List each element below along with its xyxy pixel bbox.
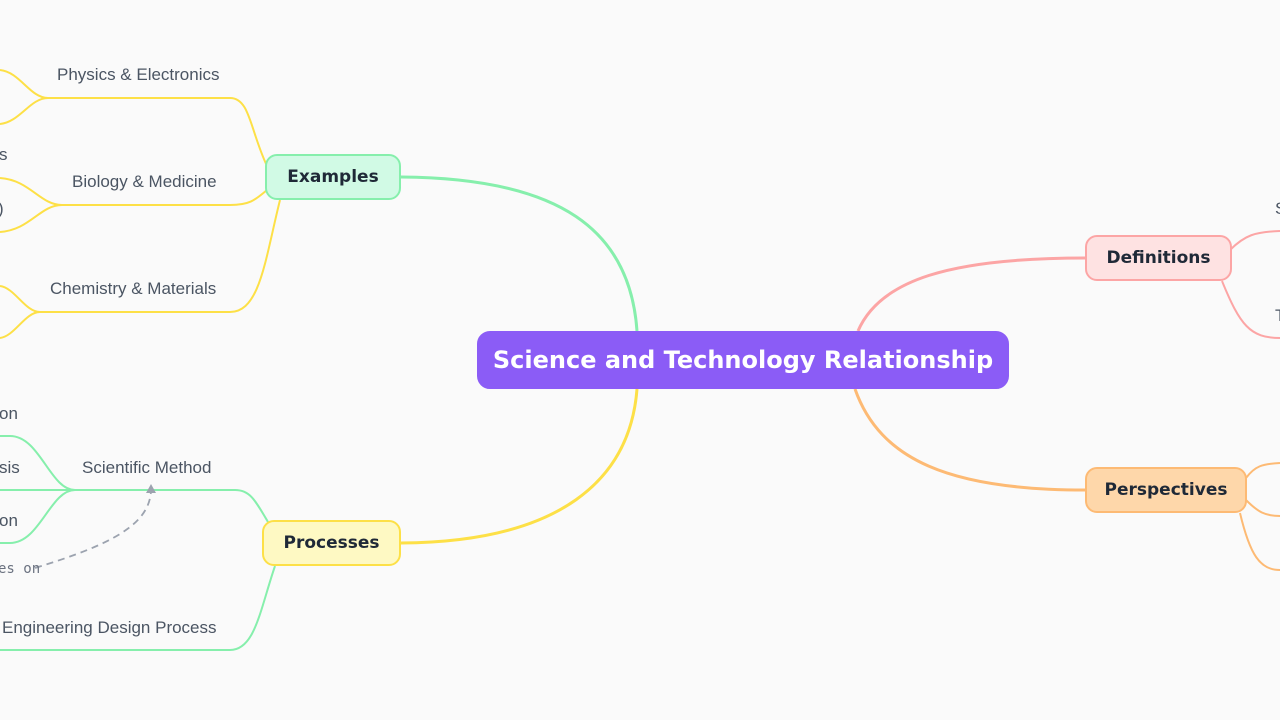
branch-examples[interactable]: Examples	[265, 154, 401, 200]
link-perspectives-a	[1245, 462, 1280, 479]
branch-perspectives-label: Perspectives	[1104, 480, 1228, 500]
leaf-partial-bio-bottom[interactable]: )	[0, 199, 4, 219]
branch-perspectives[interactable]: Perspectives	[1085, 467, 1247, 513]
branch-processes-label: Processes	[283, 533, 380, 553]
link-examples-physics	[48, 97, 268, 167]
leaf-biology-medicine[interactable]: Biology & Medicine	[72, 172, 217, 191]
relation-arrowhead	[146, 484, 156, 493]
leaf-scientific-method[interactable]: Scientific Method	[82, 458, 212, 477]
branch-processes[interactable]: Processes	[262, 520, 401, 566]
leaf-engineering-design-process[interactable]: Engineering Design Process	[2, 618, 217, 637]
relation-dashed-line	[34, 489, 152, 569]
link-physics-b	[0, 97, 49, 125]
link-root-perspectives	[853, 388, 1086, 492]
leaf-partial-sm-bottom[interactable]: on	[0, 511, 18, 530]
link-perspectives-b	[1245, 499, 1280, 517]
root-node-label: Science and Technology Relationship	[492, 346, 994, 374]
link-root-examples	[400, 175, 639, 332]
link-definitions-b	[1221, 280, 1280, 339]
branch-examples-label: Examples	[287, 167, 379, 187]
link-chem-b	[0, 311, 41, 339]
root-node[interactable]: Science and Technology Relationship	[477, 331, 1009, 389]
link-examples-biology	[62, 189, 268, 206]
leaf-chemistry-materials[interactable]: Chemistry & Materials	[50, 279, 217, 298]
link-root-definitions	[856, 256, 1086, 332]
link-biology-a	[0, 177, 63, 206]
leaf-physics-electronics[interactable]: Physics & Electronics	[57, 65, 220, 84]
leaf-partial-def-top[interactable]: S	[1275, 199, 1280, 219]
leaf-partial-def-bottom[interactable]: T	[1275, 306, 1280, 326]
link-perspectives-c	[1239, 512, 1280, 571]
leaf-partial-sm-mid[interactable]: sis	[0, 458, 20, 477]
link-processes-scientific	[75, 489, 269, 523]
leaf-partial-sm-top[interactable]: on	[0, 404, 18, 423]
relation-edge-label: es on	[0, 561, 41, 577]
link-physics-a	[0, 69, 49, 99]
branch-definitions-label: Definitions	[1106, 248, 1211, 268]
link-root-processes	[400, 388, 639, 545]
link-definitions-a	[1229, 230, 1280, 251]
branch-definitions[interactable]: Definitions	[1085, 235, 1232, 281]
link-biology-b	[0, 204, 63, 233]
leaf-partial-bio-top[interactable]: s	[0, 145, 8, 164]
link-chem-a	[0, 285, 41, 313]
